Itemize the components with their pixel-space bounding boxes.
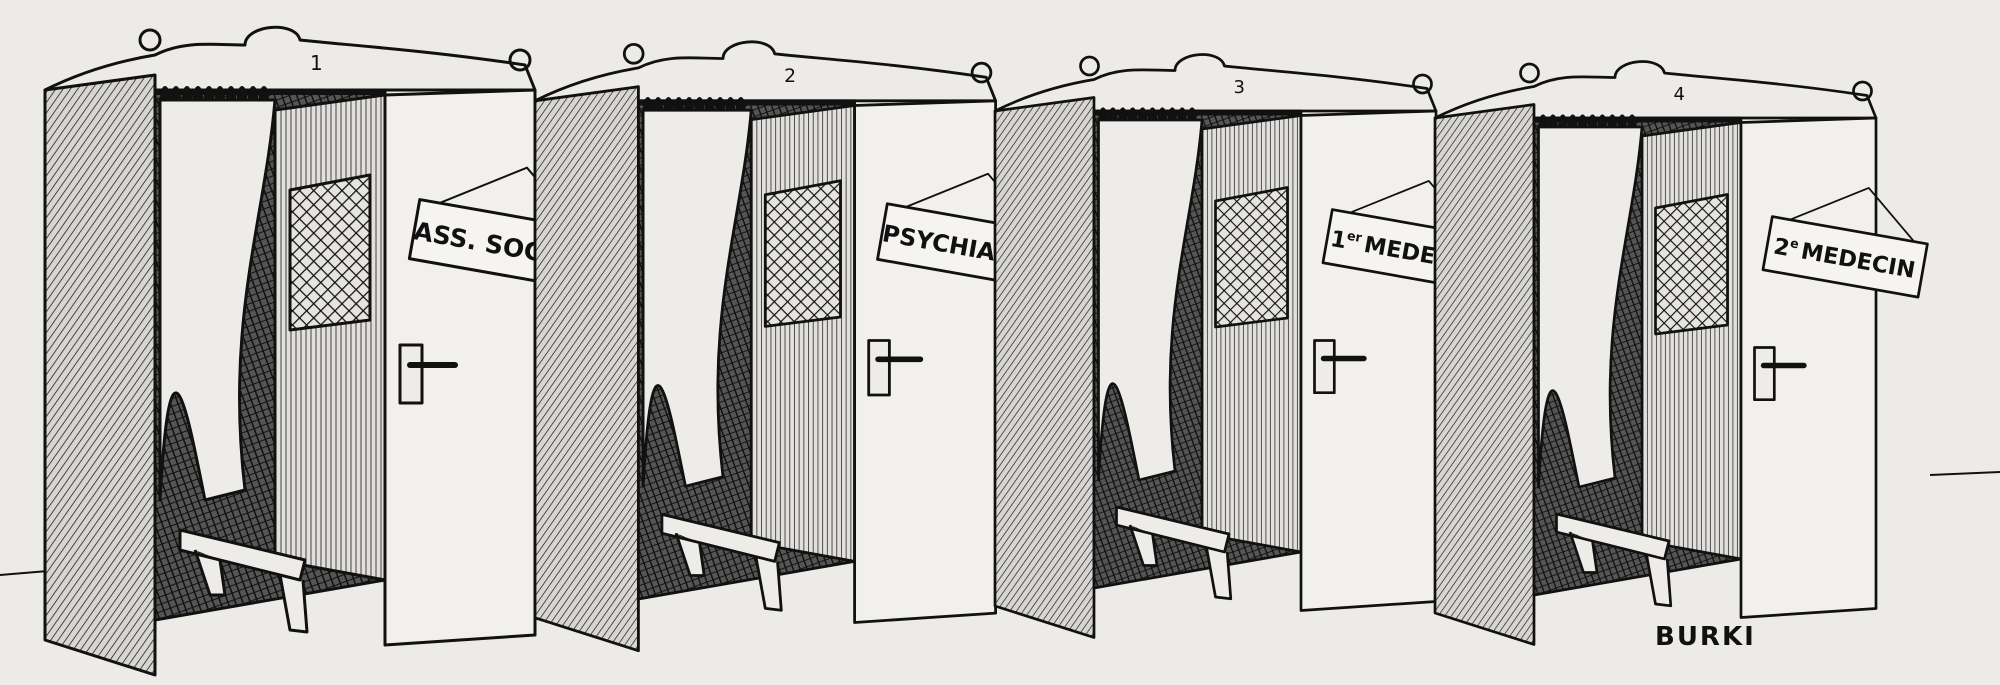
booth-crest: [533, 40, 998, 103]
sign-string: [1789, 187, 1915, 243]
sign-ordinal-suffix: er: [1346, 228, 1364, 245]
bench: [1555, 512, 1673, 608]
crest-ornament: [1412, 73, 1433, 95]
door-handle-plate: [1753, 346, 1776, 402]
sign-board: [1761, 215, 1929, 299]
booth-side-panel: [43, 73, 157, 677]
curtain: [641, 108, 753, 488]
bench: [1115, 505, 1233, 601]
booth-4: 4 2eMEDECIN: [1433, 60, 1929, 646]
booth-side-panel: [1433, 103, 1536, 646]
floor-line: [1929, 471, 2000, 476]
booth-number: 2: [784, 66, 796, 87]
inner-panel: [1200, 114, 1303, 554]
crest-ornament: [1079, 55, 1100, 77]
door-handle-plate: [1313, 339, 1336, 395]
booth-number: 1: [310, 51, 323, 75]
inner-panel: [1640, 121, 1743, 561]
door-handle-plate: [867, 339, 891, 397]
crest-ornament: [622, 42, 645, 65]
curtain: [1537, 125, 1644, 489]
lattice-window: [1214, 186, 1289, 329]
booth-crest: [993, 53, 1438, 113]
lattice-window: [763, 179, 842, 328]
lattice-window: [288, 173, 372, 332]
booth-side-panel: [533, 85, 640, 653]
lattice-window: [1654, 193, 1729, 336]
sign-ordinal: 2: [1772, 233, 1792, 261]
curtain: [1097, 118, 1204, 482]
door-handle-plate: [398, 343, 424, 405]
booth-crest: [1433, 60, 1878, 120]
inner-panel: [749, 104, 857, 563]
sign-ordinal: 1: [1328, 226, 1348, 254]
bench: [660, 512, 783, 612]
crest-ornament: [1519, 62, 1540, 84]
crest-ornament: [138, 28, 162, 52]
artist-signature: BURKI: [1655, 622, 1756, 652]
booth-sign: 2eMEDECIN: [1761, 187, 1929, 299]
booth-number: 4: [1674, 84, 1685, 105]
booth-crest: [43, 25, 537, 92]
booth-number: 3: [1234, 77, 1245, 98]
curtain: [158, 98, 277, 502]
inner-panel: [273, 93, 387, 582]
crest-ornament: [508, 48, 532, 72]
crest-ornament: [970, 61, 993, 84]
bench: [178, 528, 309, 634]
crest-ornament: [1852, 80, 1873, 102]
sign-ordinal-suffix: e: [1789, 235, 1800, 251]
booth-side-panel: [993, 96, 1096, 639]
